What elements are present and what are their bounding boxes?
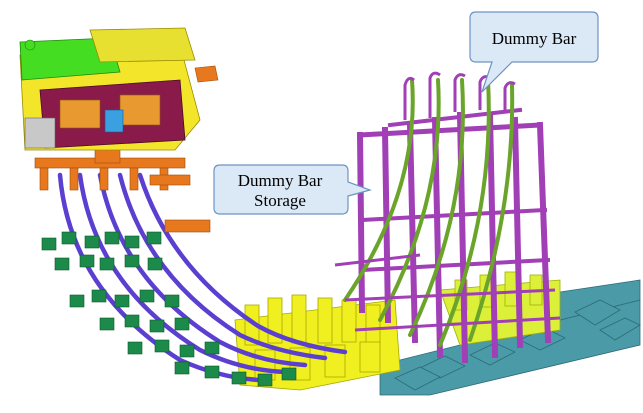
callout-storage-line1: Dummy Bar	[238, 171, 323, 190]
storage-base-rails	[334, 253, 561, 332]
callout-storage-line2: Storage	[254, 191, 306, 210]
mould-deck	[19, 27, 219, 151]
callout-dummy-bar: Dummy Bar	[469, 11, 599, 93]
dummy-bars	[343, 78, 515, 347]
callout-dummy-bar-text: Dummy Bar	[492, 29, 577, 48]
callout-dummy-bar-storage: Dummy Bar Storage	[213, 164, 372, 215]
roll-clusters	[41, 231, 297, 387]
strand-guides	[57, 172, 348, 383]
